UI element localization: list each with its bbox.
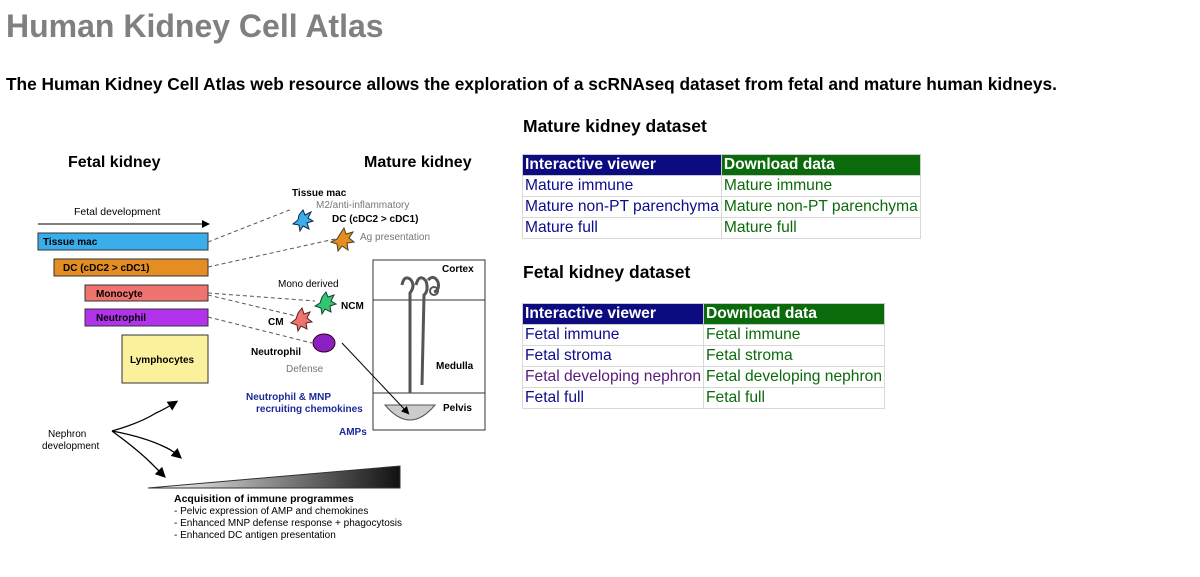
viewer-link-fetal-immune[interactable]: Fetal immune xyxy=(525,326,620,343)
mono-derived-label: Mono derived xyxy=(278,279,339,290)
fetal-kidney-heading: Fetal kidney xyxy=(68,154,161,171)
acquisition-item: - Pelvic expression of AMP and chemokine… xyxy=(174,506,368,517)
kidney-immune-figure: Fetal kidney Mature kidney Fetal develop… xyxy=(30,145,500,550)
acquisition-gradient xyxy=(147,465,401,489)
table-row: Fetal stroma Fetal stroma xyxy=(522,345,885,367)
connector-lines xyxy=(207,208,336,344)
download-link-fetal-full[interactable]: Fetal full xyxy=(706,389,765,406)
ncm-label: NCM xyxy=(341,301,364,312)
fetal-dataset-table: Interactive viewer Download data Fetal i… xyxy=(522,303,885,409)
viewer-link-mature-immune[interactable]: Mature immune xyxy=(525,177,634,194)
tissue-mac-cell-icon xyxy=(291,209,315,233)
neutrophil-bar-label: Neutrophil xyxy=(96,313,146,324)
kidney-immune-diagram: Fetal kidney Mature kidney Fetal develop… xyxy=(37,154,486,541)
monocyte-bar-label: Monocyte xyxy=(96,289,143,300)
table-row: Mature immune Mature immune xyxy=(522,175,921,197)
chemokines-line1: Neutrophil & MNP xyxy=(246,392,331,403)
acquisition-title: Acquisition of immune programmes xyxy=(174,493,354,505)
lymphocytes-box xyxy=(121,334,209,384)
table-row: Mature full Mature full xyxy=(522,217,921,239)
viewer-link-mature-non-pt[interactable]: Mature non-PT parenchyma xyxy=(525,198,719,215)
pelvis-label: Pelvis xyxy=(443,403,472,414)
neutrophil-arrow xyxy=(341,342,410,415)
acquisition-item: - Enhanced MNP defense response + phagoc… xyxy=(174,518,402,529)
download-link-mature-immune[interactable]: Mature immune xyxy=(723,177,833,194)
neutrophil-cell-label: Neutrophil xyxy=(251,347,301,358)
defense-label: Defense xyxy=(286,364,324,375)
table-header-row: Interactive viewer Download data xyxy=(522,154,921,176)
dc-cell-sub: Ag presentation xyxy=(360,232,430,243)
dc-cell-title: DC (cDC2 > cDC1) xyxy=(332,214,418,225)
nephron-arrows xyxy=(111,400,182,478)
dc-cell-icon xyxy=(329,226,356,253)
col-download-data: Download data xyxy=(720,154,921,176)
neutrophil-cell-icon xyxy=(312,333,336,353)
table-row: Fetal immune Fetal immune xyxy=(522,324,885,346)
viewer-link-fetal-nephron[interactable]: Fetal developing nephron xyxy=(525,368,701,385)
table-row: Fetal full Fetal full xyxy=(522,387,885,409)
viewer-link-mature-full[interactable]: Mature full xyxy=(525,219,598,236)
chemokines-line2: recruiting chemokines xyxy=(256,404,363,415)
tissue-mac-cell-title: Tissue mac xyxy=(292,188,347,199)
acquisition-item: - Enhanced DC antigen presentation xyxy=(174,530,336,541)
viewer-link-fetal-stroma[interactable]: Fetal stroma xyxy=(525,347,612,364)
medulla-label: Medulla xyxy=(436,361,474,372)
download-link-mature-non-pt[interactable]: Mature non-PT parenchyma xyxy=(723,198,918,215)
cortex-label: Cortex xyxy=(442,264,474,275)
col-interactive-viewer: Interactive viewer xyxy=(522,303,704,325)
cm-cell-icon xyxy=(289,306,314,333)
table-row: Mature non-PT parenchyma Mature non-PT p… xyxy=(522,196,921,218)
table-header-row: Interactive viewer Download data xyxy=(522,303,885,325)
dc-bar-label: DC (cDC2 > cDC1) xyxy=(63,263,149,274)
tissue-mac-cell-sub: M2/anti-inflammatory xyxy=(316,200,409,211)
table-row: Fetal developing nephron Fetal developin… xyxy=(522,366,885,388)
fetal-development-label: Fetal development xyxy=(74,206,160,218)
dc-bar xyxy=(53,258,209,277)
cm-label: CM xyxy=(268,317,284,328)
download-link-fetal-immune[interactable]: Fetal immune xyxy=(706,326,801,343)
page-title: Human Kidney Cell Atlas xyxy=(6,8,384,44)
mature-kidney-heading: Mature kidney xyxy=(364,154,472,171)
lymphocytes-label: Lymphocytes xyxy=(130,355,195,366)
nephron-label-1: Nephron xyxy=(48,429,86,440)
nephron-label-2: development xyxy=(42,441,99,452)
mature-dataset-heading: Mature kidney dataset xyxy=(523,116,707,136)
pelvis-shape xyxy=(383,404,437,421)
col-interactive-viewer: Interactive viewer xyxy=(522,154,722,176)
mature-dataset-table: Interactive viewer Download data Mature … xyxy=(522,154,921,239)
fetal-dataset-heading: Fetal kidney dataset xyxy=(523,262,691,282)
nephron-illustration xyxy=(400,275,440,393)
amps-label: AMPs xyxy=(339,427,367,438)
download-link-fetal-nephron[interactable]: Fetal developing nephron xyxy=(706,368,882,385)
mature-kidney-panel xyxy=(372,259,486,431)
download-link-fetal-stroma[interactable]: Fetal stroma xyxy=(706,347,793,364)
viewer-link-fetal-full[interactable]: Fetal full xyxy=(525,389,584,406)
tissue-mac-bar-label: Tissue mac xyxy=(43,237,98,248)
intro-text: The Human Kidney Cell Atlas web resource… xyxy=(6,74,1057,94)
col-download-data: Download data xyxy=(703,303,885,325)
ncm-cell-icon xyxy=(313,291,338,316)
download-link-mature-full[interactable]: Mature full xyxy=(723,219,797,236)
